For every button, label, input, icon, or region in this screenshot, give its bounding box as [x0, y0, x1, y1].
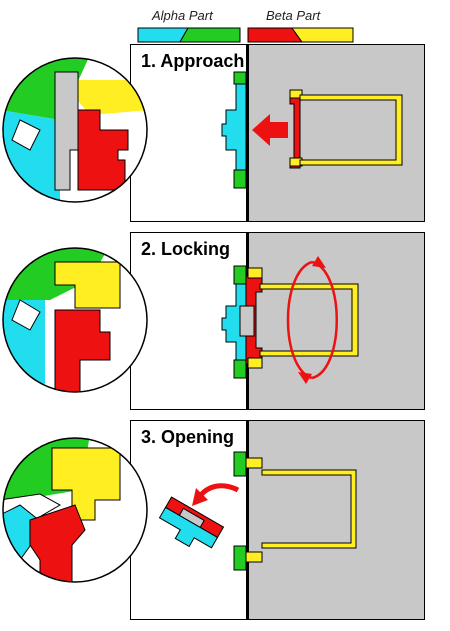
alpha-part-open [233, 451, 247, 571]
open-arrowhead [192, 488, 208, 506]
beta-part-open [245, 457, 357, 563]
beta-swatch-yellow [291, 27, 354, 43]
beta-part-header: Beta Part [266, 8, 321, 23]
rotate-arrow [286, 260, 338, 380]
beta-part-approach [289, 89, 403, 169]
header-swatches [137, 27, 354, 43]
detached-lock-piece [158, 496, 225, 549]
rotate-arrowhead-top [312, 256, 326, 268]
beta-side-background [247, 421, 424, 619]
magnifier-approach [2, 57, 148, 203]
magnifier-opening [2, 437, 148, 583]
alpha-part-locked [221, 265, 247, 379]
alpha-part-header: Alpha Part [152, 8, 213, 23]
push-arrow [252, 114, 288, 146]
step-label-opening: 3. Opening [139, 427, 237, 448]
step-panel-locking: 2. Locking [130, 232, 425, 410]
open-arrow [198, 483, 240, 498]
beta-part-locked [239, 267, 359, 369]
center-divider-line [246, 45, 249, 221]
center-divider-line [246, 421, 249, 619]
alpha-part-approach [221, 71, 247, 189]
alpha-swatch-green [179, 27, 241, 43]
step-label-locking: 2. Locking [139, 239, 233, 260]
step-label-approach: 1. Approach [139, 51, 247, 72]
rotate-arrowhead-bottom [298, 372, 312, 384]
magnifier-locking [2, 247, 148, 393]
